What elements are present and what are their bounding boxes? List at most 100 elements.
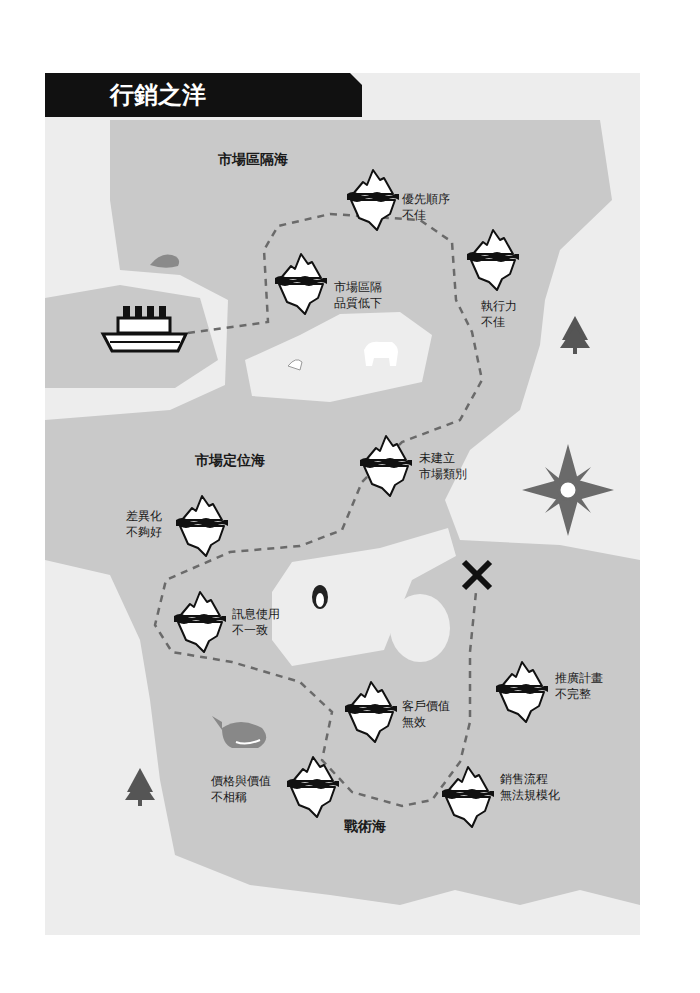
iceberg-label: 市場區隔 品質低下 [334, 280, 382, 311]
iceberg-node: 客戶價值 無效 [343, 680, 450, 744]
compass-star [522, 444, 614, 536]
iceberg-node: 優先順序 不佳 [345, 168, 450, 232]
iceberg-top [182, 496, 222, 520]
ship-funnel [147, 306, 154, 318]
iceberg-icon [465, 228, 521, 292]
waterline [345, 704, 397, 714]
ship-cabin [118, 318, 170, 333]
tree-trunk [138, 800, 142, 806]
waterline [496, 684, 548, 694]
iceberg-label: 未建立 市場類別 [419, 451, 467, 482]
seal-body [150, 254, 179, 267]
tree-icon [560, 316, 590, 354]
iceberg-node: 市場區隔 品質低下 [273, 252, 382, 316]
iceberg-underwater [500, 692, 544, 722]
iceberg-top [180, 592, 220, 616]
island [272, 528, 456, 666]
iceberg-node: 差異化 不夠好 [126, 494, 230, 558]
compass-diagonal [545, 467, 591, 513]
tree-icon [125, 768, 155, 806]
x-stroke [464, 562, 490, 588]
iceberg-label: 優先順序 不佳 [402, 192, 450, 223]
sea-inlet [45, 285, 218, 388]
tree-crown [560, 326, 590, 348]
ship-hull [103, 334, 186, 351]
iceberg-label: 差異化 不夠好 [126, 509, 162, 540]
map-title: 行銷之洋 [110, 78, 206, 112]
iceberg-label: 銷售流程 無法規模化 [500, 772, 560, 803]
penguin-icon [312, 585, 328, 609]
iceberg-node: 訊息使用 不一致 [172, 590, 280, 654]
route-line [155, 214, 482, 806]
tree-trunk [573, 348, 577, 354]
iceberg-top [448, 767, 488, 791]
iceberg-label: 推廣計畫 不完整 [555, 671, 603, 702]
treasure-mark [464, 562, 490, 588]
island [245, 312, 432, 402]
waterline [467, 252, 519, 262]
iceberg-top [366, 436, 406, 460]
iceberg-icon [174, 494, 230, 558]
iceberg-label: 執行力 不佳 [481, 299, 517, 330]
iceberg-node: 執行力 不佳 [465, 228, 521, 331]
iceberg-node: 價格與價值 不相稱 [211, 755, 341, 819]
waterline [174, 614, 226, 624]
iceberg-top [473, 230, 513, 254]
whale-tail [212, 716, 222, 730]
ship-funnel [123, 306, 130, 318]
iceberg-label: 客戶價值 無效 [402, 699, 450, 730]
iceberg-node: 銷售流程 無法規模化 [440, 765, 560, 829]
iceberg-top [293, 757, 333, 781]
tree-crown [125, 778, 155, 800]
iceberg-icon [285, 755, 341, 819]
waterline [442, 789, 494, 799]
compass-rose [522, 444, 614, 536]
iceberg-underwater [180, 526, 224, 556]
ship-funnel [135, 306, 142, 318]
bird-body [288, 360, 302, 370]
whale-mouth [236, 740, 260, 744]
iceberg-underwater [351, 200, 395, 230]
iceberg-icon [440, 765, 496, 829]
bear-body [364, 342, 398, 366]
island [390, 594, 450, 662]
iceberg-node: 未建立 市場類別 [358, 434, 467, 498]
iceberg-node: 推廣計畫 不完整 [494, 660, 603, 724]
iceberg-underwater [364, 466, 408, 496]
compass-center [559, 481, 577, 499]
iceberg-top [502, 662, 542, 686]
penguin-belly [316, 593, 324, 607]
title-tab [45, 73, 362, 117]
waterline [360, 458, 412, 468]
sea-area [45, 120, 640, 905]
waterline [287, 779, 339, 789]
iceberg-label: 價格與價值 不相稱 [211, 774, 271, 805]
ship-icon [103, 306, 186, 351]
iceberg-top [353, 170, 393, 194]
iceberg-icon [343, 680, 399, 744]
iceberg-icon [494, 660, 550, 724]
x-stroke [464, 562, 490, 588]
bird-icon [288, 360, 302, 370]
waterline [347, 192, 399, 202]
iceberg-underwater [349, 712, 393, 742]
penguin-body [312, 585, 328, 609]
iceberg-icon [172, 590, 228, 654]
iceberg-underwater [471, 260, 515, 290]
iceberg-top [351, 682, 391, 706]
region-name: 戰術海 [344, 818, 386, 836]
iceberg-underwater [291, 787, 335, 817]
iceberg-top [281, 254, 321, 278]
iceberg-underwater [279, 284, 323, 314]
iceberg-icon [358, 434, 414, 498]
region-name: 市場區隔海 [218, 151, 288, 169]
iceberg-icon [273, 252, 329, 316]
polar-bear-icon [364, 342, 398, 366]
whale-body [222, 722, 266, 748]
land-ground [45, 73, 640, 935]
region-name: 市場定位海 [195, 452, 265, 470]
ship-funnel [159, 306, 166, 318]
seal-icon [150, 254, 179, 267]
